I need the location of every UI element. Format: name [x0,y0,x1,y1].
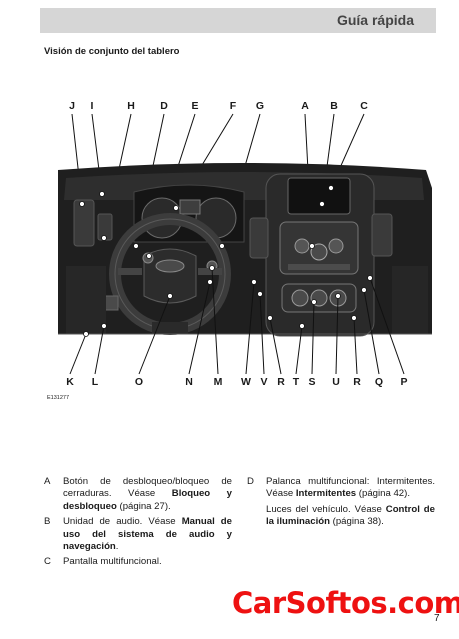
callout-t: T [292,376,300,388]
legend-entry-c: C Pantalla multifuncional. [44,556,232,568]
callout-n: N [185,376,193,388]
callout-i: I [90,100,94,112]
callout-p: P [400,376,408,388]
legend-text-part: Unidad de audio. Véase [63,516,182,528]
legend-text-part: Luces del vehículo. Véase [266,503,386,515]
legend-letter: B [44,516,51,528]
page-title: Guía rápida [336,12,414,28]
watermark: CarSoftos.com [232,586,459,620]
dashboard-figure: J I H D E F G A B C K L O N M W V R T S … [44,96,436,412]
legend-text: Unidad de audio. Véase Manual de uso del… [63,516,232,553]
legend-text: Palanca multifuncional: Intermitentes. V… [266,476,435,501]
callout-l: L [91,376,99,388]
legend-text: Botón de desbloqueo/bloqueo de cerradura… [63,476,232,513]
legend-entry-d: D Palanca multifuncional: Intermitentes.… [247,476,435,501]
callout-q: Q [374,376,384,388]
callout-v: V [260,376,268,388]
callout-j: J [69,100,75,112]
callout-r-right: R [353,376,361,388]
legend-text-part: (página 38). [329,516,384,528]
legend-entry-d-continued: Luces del vehículo. Véase Control de la … [266,504,435,529]
callout-c: C [360,100,368,112]
legend-column-left: A Botón de desbloqueo/bloqueo de cerradu… [44,476,232,572]
legend-text-part: . [115,541,119,553]
callout-f: F [229,100,237,112]
dashboard-illustration [58,113,432,375]
legend-text-part: (página 42). [356,488,410,500]
callout-r: R [277,376,285,388]
callout-h: H [127,100,135,112]
legend-entry-b: B Unidad de audio. Véase Manual de uso d… [44,516,232,553]
page-number: 7 [434,613,440,624]
legend-letter: C [44,556,51,568]
callout-a: A [301,100,309,112]
legend-reference: Bloqueo y desbloqueo [63,488,232,512]
legend-text-part: (página 27). [116,500,171,512]
legend-letter: D [247,476,254,487]
legend-reference: Control de la iluminación [266,503,436,528]
callout-w: W [241,376,251,388]
legend-column-right: D Palanca multifuncional: Intermitentes.… [247,476,435,532]
legend-reference: Intermitentes [295,488,357,500]
callout-o: O [134,376,144,388]
callout-b: B [330,100,338,112]
legend-text-part: Palanca multifuncional: Intermitentes. V… [266,476,435,500]
callout-e: E [191,100,199,112]
legend-reference: Manual de uso del sistema de audio y nav… [63,516,232,553]
legend-entry-a: A Botón de desbloqueo/bloqueo de cerradu… [44,476,232,513]
header-bar: Guía rápida [40,8,436,33]
section-title: Visión de conjunto del tablero [44,46,180,57]
legend-letter: A [44,476,51,487]
callout-u: U [332,376,340,388]
callout-k: K [66,376,74,388]
legend-text: Pantalla multifuncional. [63,556,162,568]
callout-s: S [308,376,316,388]
legend-text-part: Botón de desbloqueo/bloqueo de cerradura… [63,476,232,500]
figure-code: E131277 [47,395,70,401]
callout-m: M [213,376,223,388]
callout-g: G [255,100,265,112]
callout-d: D [160,100,168,112]
